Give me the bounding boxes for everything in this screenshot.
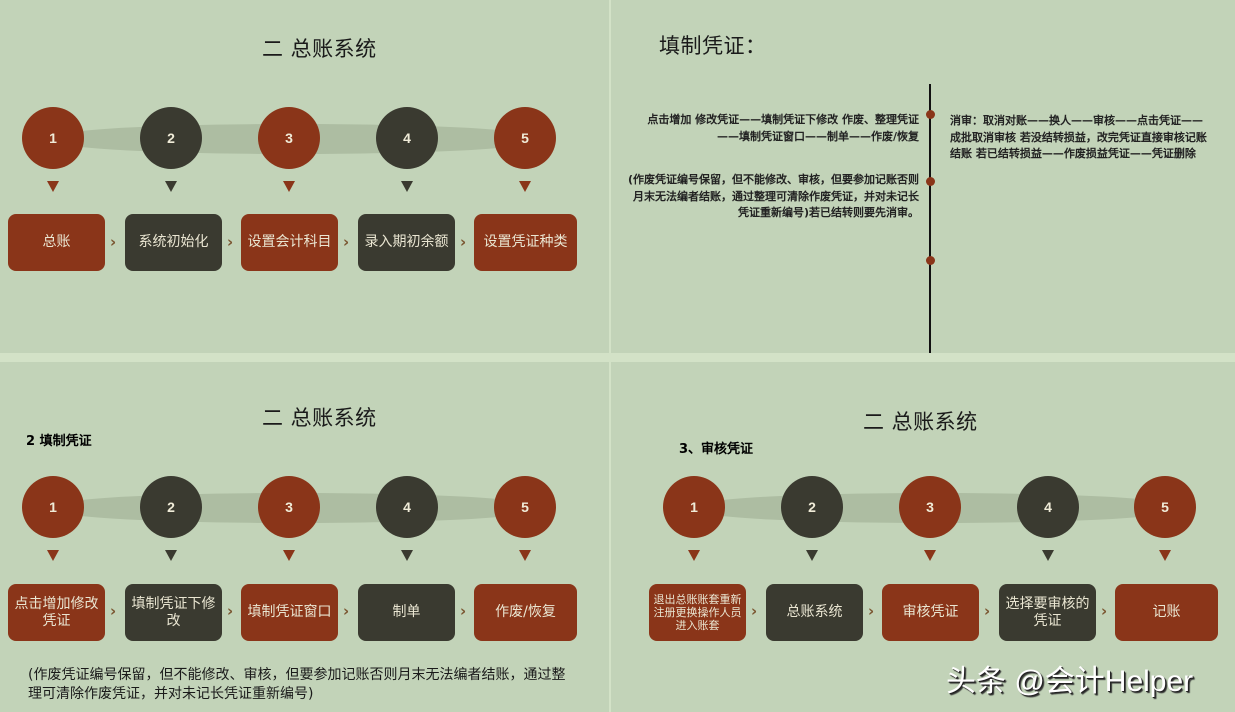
chevron-right-icon: ›	[984, 602, 991, 620]
step-circle-5: 5	[494, 107, 556, 169]
step-circle-3: 3	[258, 107, 320, 169]
down-triangle-icon	[47, 181, 59, 192]
down-triangle-icon	[806, 550, 818, 561]
slide-title: 二 总账系统	[863, 410, 978, 434]
chevron-right-icon: ›	[343, 233, 350, 251]
timeline-dot	[925, 256, 935, 265]
down-triangle-icon	[283, 550, 295, 561]
timeline-text-cancel-audit: 消审：取消对账——换人——审核——点击凭证——成批取消审核 若没结转损益，改完凭…	[950, 114, 1207, 160]
slide-general-ledger-setup: 二 总账系统 1 2 3 4 5 总账 系统初始化 设置会计科目 录入期初余额 …	[0, 0, 609, 353]
step-box-5: 记账	[1115, 584, 1218, 641]
slide-title: 二 总账系统	[262, 406, 377, 430]
void-voucher-note: (作废凭证编号保留，但不能修改、审核，但要参加记账否则月末无法编者结账，通过整理…	[28, 667, 566, 702]
down-triangle-icon	[165, 181, 177, 192]
timeline-text-void-note: (作废凭证编号保留，但不能修改、审核，但要参加记账否则月末无法编者结账，通过整理…	[627, 173, 919, 219]
step-circle-2: 2	[781, 476, 843, 538]
slide-fill-voucher-notes: 填制凭证： 点击增加 修改凭证——填制凭证下修改 作废、整理凭证——填制凭证窗口…	[611, 0, 1235, 353]
step-circle-3: 3	[258, 476, 320, 538]
chevron-right-icon: ›	[751, 602, 758, 620]
step-circle-1: 1	[22, 107, 84, 169]
step-circle-4: 4	[376, 476, 438, 538]
step-box-4: 制单	[358, 584, 455, 641]
step-circle-5: 5	[1134, 476, 1196, 538]
timeline-dot	[925, 110, 935, 119]
timeline-text-fill-voucher: 点击增加 修改凭证——填制凭证下修改 作废、整理凭证——填制凭证窗口——制单——…	[647, 113, 919, 143]
down-triangle-icon	[1042, 550, 1054, 561]
chevron-right-icon: ›	[460, 602, 467, 620]
chevron-right-icon: ›	[1101, 602, 1108, 620]
section-subtitle: 2 填制凭证	[26, 434, 92, 449]
chevron-right-icon: ›	[227, 233, 234, 251]
step-box-3: 填制凭证窗口	[241, 584, 338, 641]
watermark-text: 头条 @会计Helper	[946, 665, 1194, 698]
down-triangle-icon	[401, 550, 413, 561]
chevron-right-icon: ›	[227, 602, 234, 620]
horizontal-divider	[0, 353, 1235, 362]
down-triangle-icon	[283, 181, 295, 192]
step-circle-1: 1	[663, 476, 725, 538]
chevron-right-icon: ›	[110, 233, 117, 251]
step-circle-1: 1	[22, 476, 84, 538]
slide-audit-voucher-process: 二 总账系统 3、审核凭证 1 2 3 4 5 退出总账账套重新注册更换操作人员…	[611, 362, 1235, 712]
step-box-5: 作废/恢复	[474, 584, 577, 641]
step-circle-2: 2	[140, 107, 202, 169]
down-triangle-icon	[401, 181, 413, 192]
down-triangle-icon	[1159, 550, 1171, 561]
timeline-dot	[925, 177, 935, 186]
step-box-5: 设置凭证种类	[474, 214, 577, 271]
step-box-1: 点击增加修改凭证	[8, 584, 105, 641]
chevron-right-icon: ›	[343, 602, 350, 620]
step-circle-4: 4	[376, 107, 438, 169]
step-box-4: 选择要审核的凭证	[999, 584, 1096, 641]
slide-title: 二 总账系统	[262, 37, 377, 61]
step-circle-5: 5	[494, 476, 556, 538]
chevron-right-icon: ›	[110, 602, 117, 620]
section-subtitle: 3、审核凭证	[679, 442, 754, 457]
vertical-divider	[609, 0, 611, 712]
step-box-3: 设置会计科目	[241, 214, 338, 271]
step-box-2: 填制凭证下修改	[125, 584, 222, 641]
step-box-1: 退出总账账套重新注册更换操作人员进入账套	[649, 584, 746, 641]
slide-fill-voucher-process: 二 总账系统 2 填制凭证 1 2 3 4 5 点击增加修改凭证 填制凭证下修改…	[0, 362, 609, 712]
step-box-2: 系统初始化	[125, 214, 222, 271]
step-circle-3: 3	[899, 476, 961, 538]
step-circle-2: 2	[140, 476, 202, 538]
down-triangle-icon	[47, 550, 59, 561]
down-triangle-icon	[519, 181, 531, 192]
down-triangle-icon	[519, 550, 531, 561]
timeline-line	[929, 84, 931, 353]
step-box-2: 总账系统	[766, 584, 863, 641]
chevron-right-icon: ›	[460, 233, 467, 251]
chevron-right-icon: ›	[868, 602, 875, 620]
down-triangle-icon	[688, 550, 700, 561]
step-circle-4: 4	[1017, 476, 1079, 538]
down-triangle-icon	[924, 550, 936, 561]
step-box-3: 审核凭证	[882, 584, 979, 641]
down-triangle-icon	[165, 550, 177, 561]
slide-title: 填制凭证：	[659, 34, 767, 58]
step-box-1: 总账	[8, 214, 105, 271]
step-box-4: 录入期初余额	[358, 214, 455, 271]
